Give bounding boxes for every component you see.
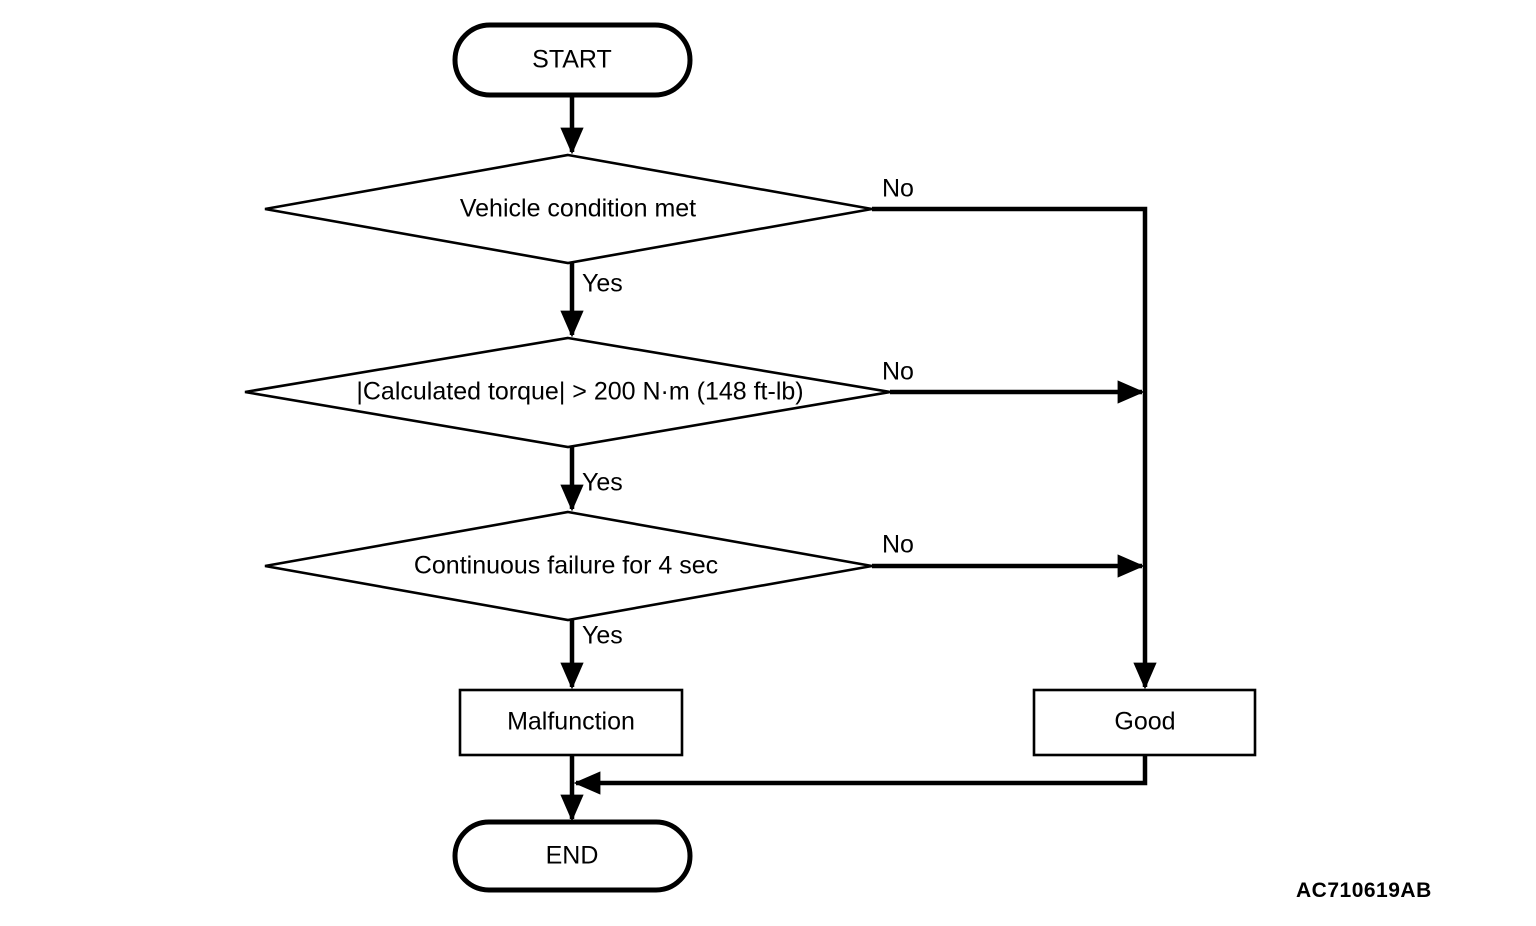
node-decision-1-label: Vehicle condition met xyxy=(460,195,696,223)
node-start-shape xyxy=(452,22,693,98)
node-decision-3-label: Continuous failure for 4 sec xyxy=(414,552,718,580)
connector-decision-1-no xyxy=(872,206,1157,690)
node-malfunction-shape xyxy=(458,688,684,757)
node-malfunction-label: Malfunction xyxy=(507,708,635,736)
node-decision-3-shape xyxy=(264,510,873,622)
edge-label-no-1: No xyxy=(882,175,914,203)
connector-good-to-end xyxy=(573,755,1148,795)
reference-code: AC710619AB xyxy=(1296,879,1432,902)
node-good-label: Good xyxy=(1114,708,1175,736)
node-decision-2-shape xyxy=(244,336,891,449)
node-start-label: START xyxy=(532,46,612,74)
node-decision-1-shape xyxy=(264,153,873,265)
edge-label-yes-2: Yes xyxy=(582,469,623,497)
edge-label-yes-3: Yes xyxy=(582,622,623,650)
edge-label-no-2: No xyxy=(882,358,914,386)
node-good-shape xyxy=(1032,688,1257,757)
node-decision-2-label: |Calculated torque| > 200 N·m (148 ft-lb… xyxy=(356,378,803,406)
edge-label-no-3: No xyxy=(882,531,914,559)
node-end-shape xyxy=(452,819,693,893)
edge-label-yes-1: Yes xyxy=(582,270,623,298)
node-end-label: END xyxy=(546,842,599,870)
